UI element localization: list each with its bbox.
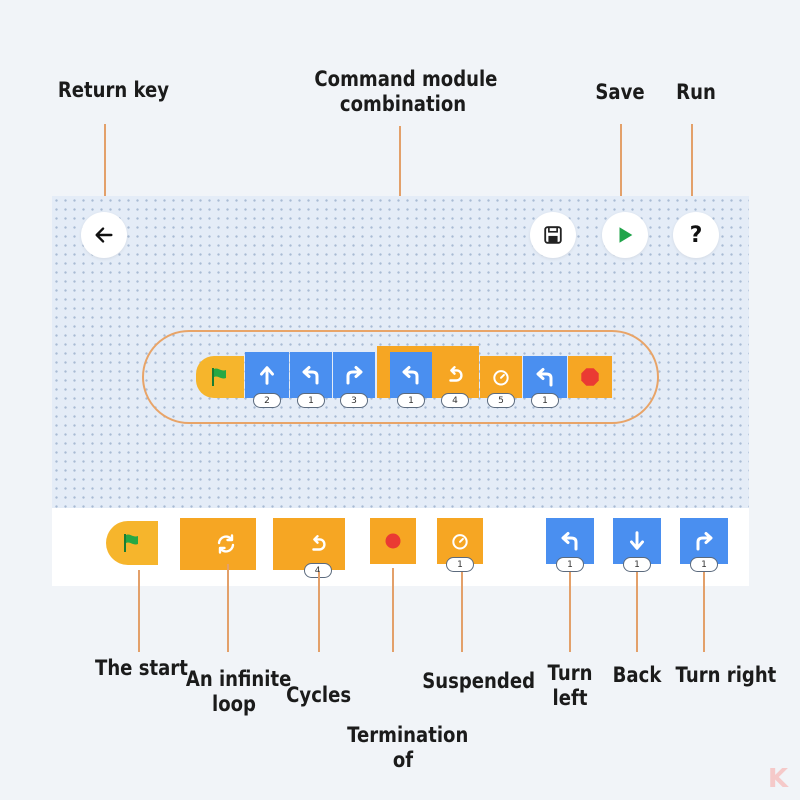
turn-right-icon bbox=[346, 366, 363, 385]
label-turn-right: Turn right bbox=[675, 663, 777, 687]
seq-start-block[interactable] bbox=[196, 356, 244, 398]
run-button[interactable] bbox=[602, 212, 648, 258]
label-infinite-loop-line2: loop bbox=[212, 692, 256, 716]
label-infinite-loop: An infinite loop bbox=[185, 667, 292, 717]
seq-wait-block[interactable]: 5 bbox=[480, 356, 522, 408]
arrow-up-icon bbox=[260, 366, 274, 385]
palette-turn-right-steps[interactable]: 1 bbox=[690, 557, 718, 572]
flag-icon bbox=[124, 534, 138, 552]
palette-back-steps[interactable]: 1 bbox=[623, 557, 651, 572]
seq-turn-left-block[interactable]: 1 bbox=[290, 352, 332, 408]
palette-turn-right-block[interactable]: 1 bbox=[680, 518, 728, 572]
timer-icon bbox=[452, 534, 468, 550]
palette-cycles-block[interactable]: 4 bbox=[273, 518, 345, 578]
label-run: Run bbox=[676, 80, 716, 104]
callout-line-infinite bbox=[227, 564, 229, 652]
label-suspended: Suspended bbox=[422, 669, 536, 693]
label-back: Back bbox=[612, 663, 662, 687]
label-cycles: Cycles bbox=[286, 683, 352, 707]
palette-back-block[interactable]: 1 bbox=[613, 518, 661, 572]
palette-start-block[interactable] bbox=[106, 521, 158, 565]
loop-arrow-icon bbox=[449, 366, 463, 382]
callout-line-save bbox=[620, 124, 622, 212]
help-button[interactable]: ? bbox=[673, 212, 719, 258]
floppy-disk-icon bbox=[544, 226, 562, 244]
label-save: Save bbox=[595, 80, 645, 104]
turn-left-icon bbox=[561, 532, 578, 551]
palette-turn-left-steps[interactable]: 1 bbox=[556, 557, 584, 572]
question-icon: ? bbox=[689, 222, 703, 248]
loop-arrow-icon bbox=[312, 535, 326, 551]
arrow-down-icon bbox=[630, 531, 644, 550]
seq-loop-left-steps[interactable]: 1 bbox=[397, 393, 425, 408]
seq-forward-block[interactable]: 2 bbox=[245, 352, 289, 408]
seq-final-turn-left-block[interactable]: 1 bbox=[523, 356, 567, 408]
arrow-left-icon bbox=[95, 227, 113, 243]
label-command-module-line2: combination bbox=[339, 92, 467, 116]
label-infinite-loop-line1: An infinite bbox=[185, 667, 292, 691]
seq-turn-right-steps[interactable]: 3 bbox=[340, 393, 368, 408]
callout-line-turn-right bbox=[703, 572, 705, 652]
command-sequence-outline bbox=[142, 330, 659, 424]
turn-right-icon bbox=[696, 532, 713, 551]
palette-suspended-block[interactable]: 1 bbox=[437, 518, 483, 572]
palette-infinite-loop-block[interactable] bbox=[180, 518, 256, 570]
label-termination-line1: Termination bbox=[347, 723, 469, 747]
label-turn-left: Turn left bbox=[544, 661, 596, 711]
turn-left-icon bbox=[402, 366, 419, 385]
seq-loop-count[interactable]: 4 bbox=[441, 393, 469, 408]
label-return-key: Return key bbox=[57, 78, 170, 102]
timer-icon bbox=[493, 370, 509, 386]
flag-icon bbox=[212, 368, 226, 386]
label-start: The start bbox=[95, 656, 188, 680]
seq-stop-block[interactable] bbox=[568, 356, 612, 398]
palette-turn-left-block[interactable]: 1 bbox=[546, 518, 594, 572]
label-command-module-line1: Command module bbox=[314, 67, 498, 91]
label-turn-left-line1: Turn bbox=[547, 661, 593, 685]
repeat-icon bbox=[217, 534, 235, 554]
callout-line-start bbox=[138, 570, 140, 652]
callout-line-back bbox=[636, 572, 638, 652]
seq-loop-turn-left-block[interactable]: 1 bbox=[390, 352, 432, 408]
callout-line-termination bbox=[392, 568, 394, 652]
save-button[interactable] bbox=[530, 212, 576, 258]
palette-suspended-seconds[interactable]: 1 bbox=[446, 557, 474, 572]
seq-cycles-block[interactable]: 4 bbox=[434, 352, 476, 408]
turn-left-icon bbox=[536, 368, 553, 387]
stop-sign-icon bbox=[581, 368, 599, 386]
play-icon bbox=[619, 227, 633, 243]
watermark-logo: K bbox=[767, 764, 788, 794]
callout-line-cycles bbox=[318, 572, 320, 652]
callout-line-turn-left bbox=[569, 572, 571, 652]
seq-final-left-steps[interactable]: 1 bbox=[531, 393, 559, 408]
turn-left-icon bbox=[302, 366, 319, 385]
stop-circle-icon bbox=[385, 533, 401, 549]
callout-line-suspended bbox=[461, 572, 463, 652]
seq-forward-steps[interactable]: 2 bbox=[253, 393, 281, 408]
palette-cycles-count[interactable]: 4 bbox=[303, 563, 332, 578]
return-button[interactable] bbox=[81, 212, 127, 258]
label-turn-left-line2: left bbox=[552, 686, 588, 710]
callout-line-return bbox=[104, 124, 106, 212]
palette-termination-block[interactable] bbox=[370, 518, 416, 564]
callout-line-run bbox=[691, 124, 693, 212]
label-termination: Termination of bbox=[347, 723, 469, 773]
label-command-module: Command module combination bbox=[314, 67, 498, 117]
seq-turn-right-block[interactable]: 3 bbox=[333, 352, 375, 408]
seq-turn-left-steps[interactable]: 1 bbox=[297, 393, 325, 408]
seq-wait-seconds[interactable]: 5 bbox=[487, 393, 515, 408]
label-termination-line2: of bbox=[392, 748, 414, 772]
